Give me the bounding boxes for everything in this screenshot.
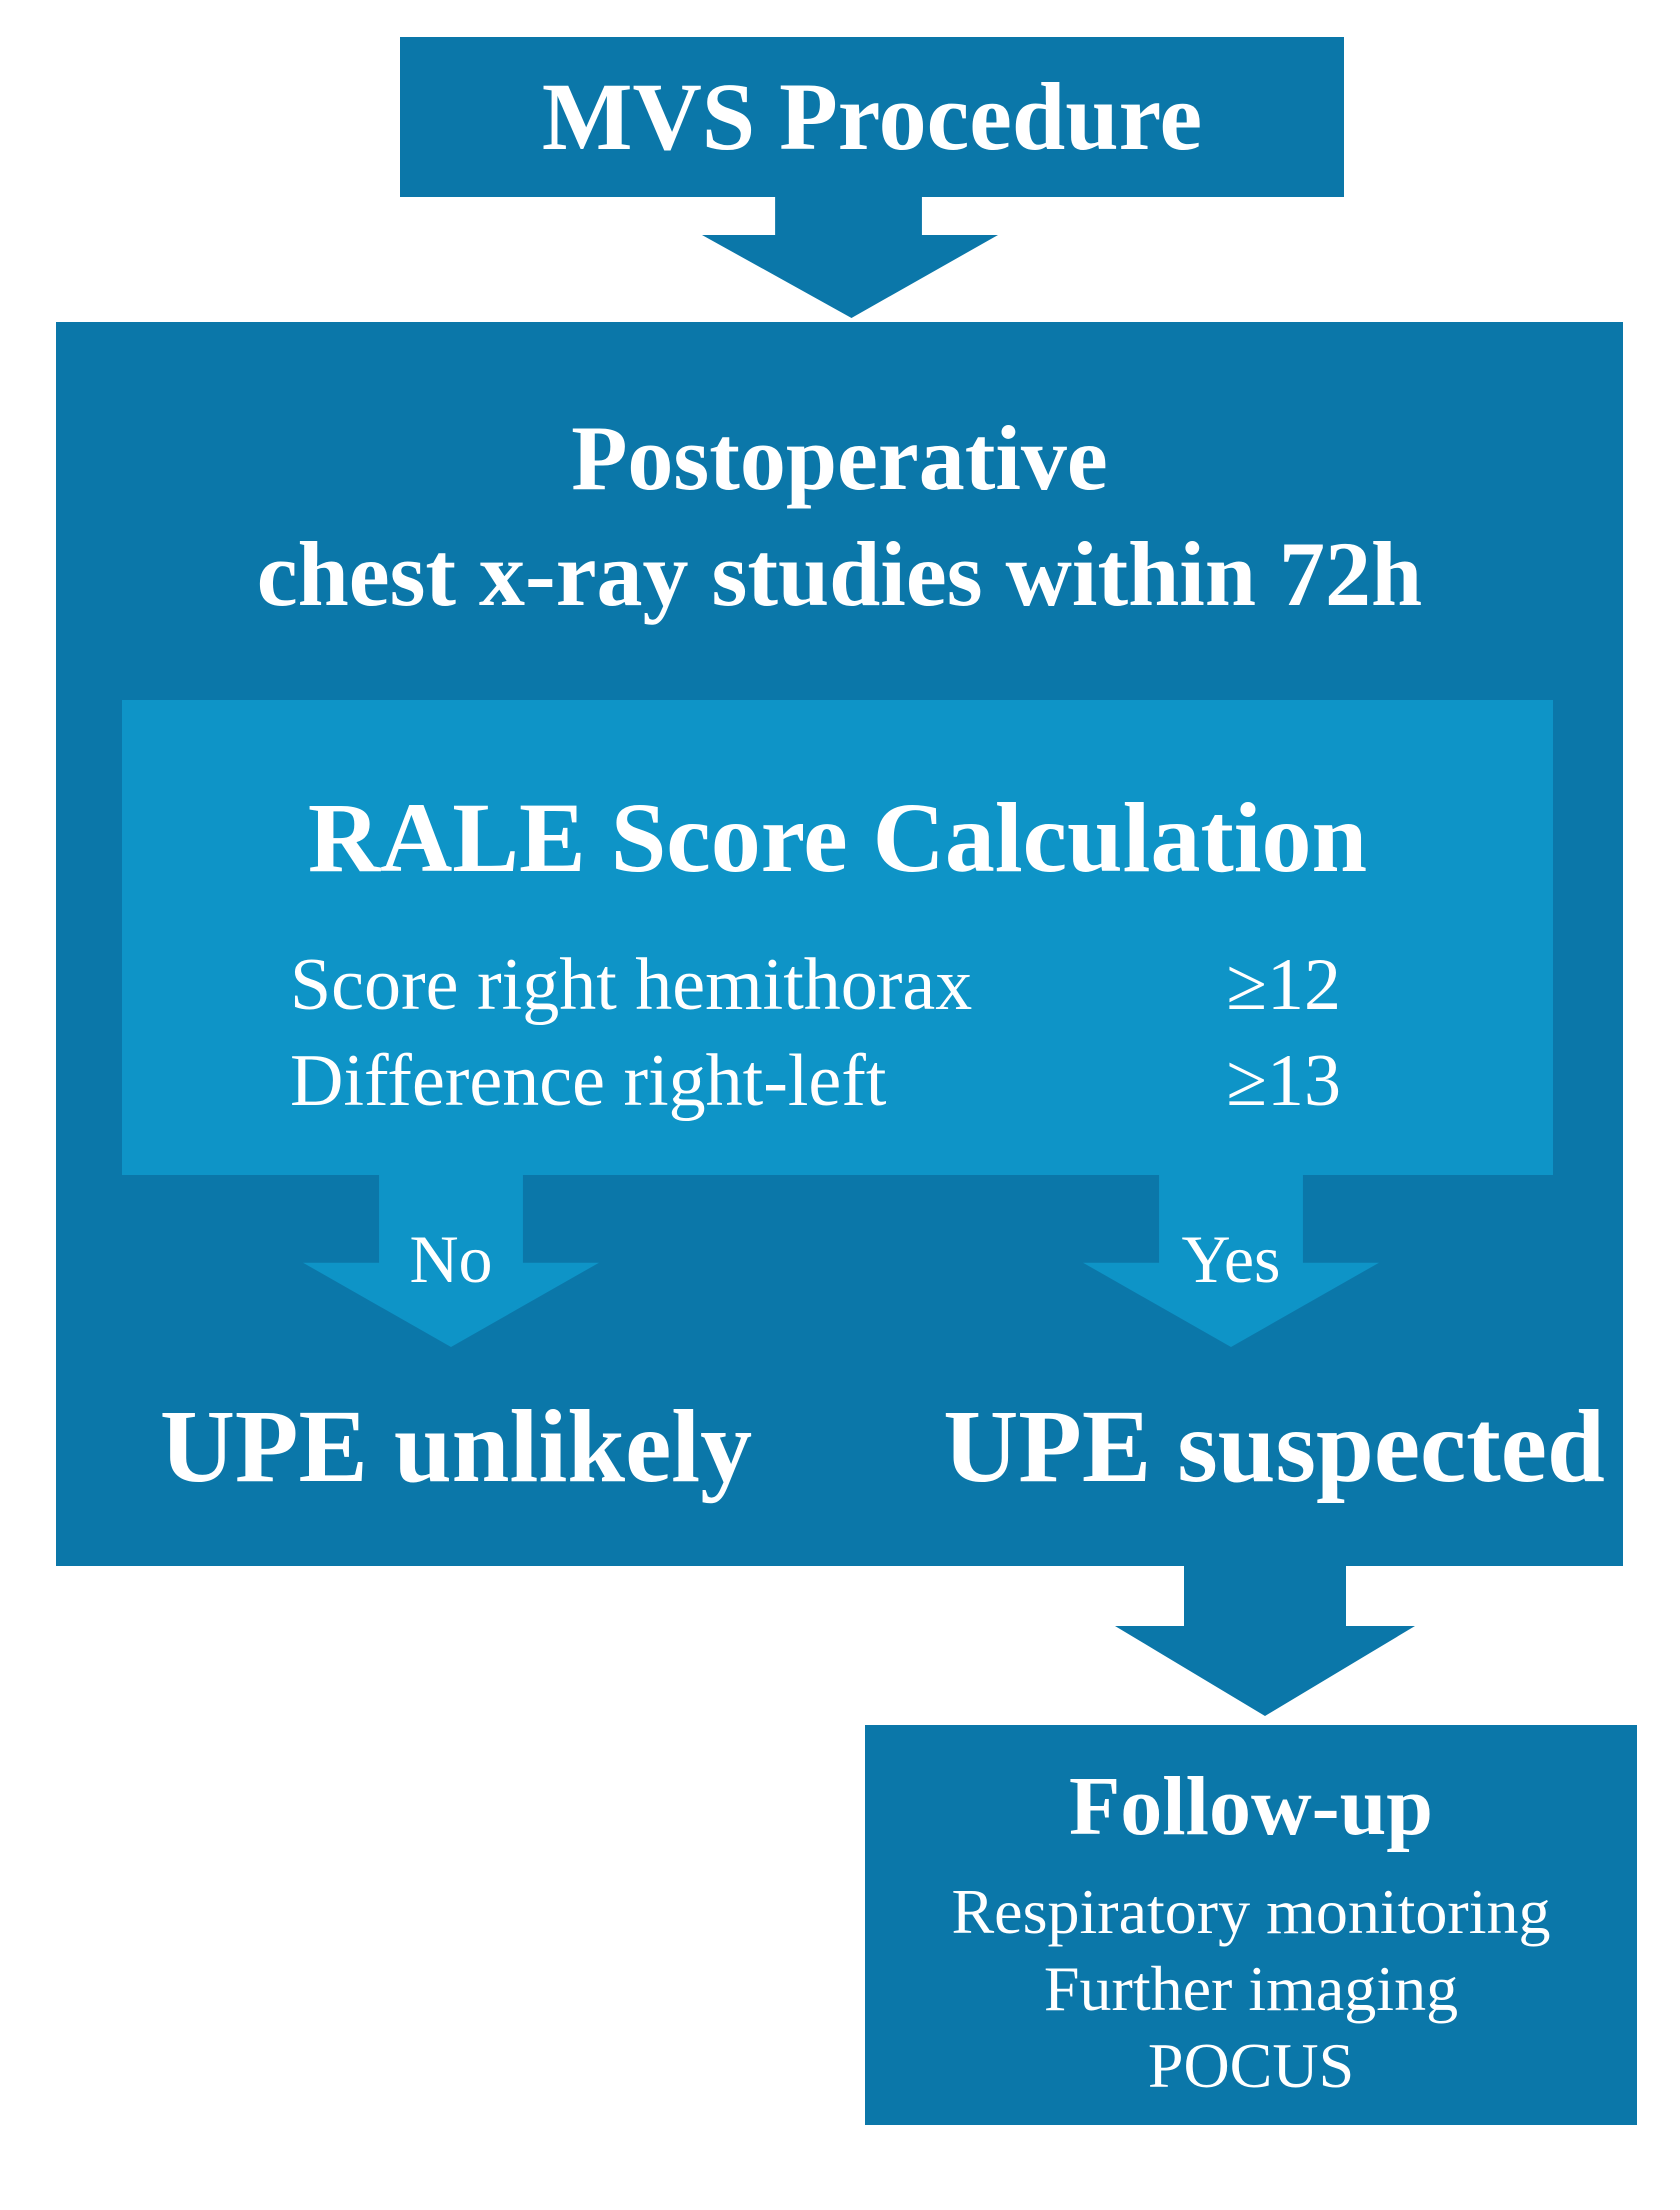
rale-score-title: RALE Score Calculation bbox=[307, 782, 1368, 893]
criteria-value: ≥13 bbox=[1226, 1040, 1341, 1122]
mvs-procedure-title: MVS Procedure bbox=[541, 63, 1203, 170]
followup-box: Follow-up Respiratory monitoring Further… bbox=[865, 1725, 1637, 2125]
postoperative-title-line1: Postoperative bbox=[571, 407, 1108, 509]
followup-item: POCUS bbox=[1147, 2030, 1355, 2101]
down-arrow-icon bbox=[702, 197, 998, 318]
mvs-procedure-box: MVS Procedure bbox=[400, 37, 1344, 197]
criteria-row: Difference right-left ≥13 bbox=[290, 1033, 1341, 1129]
followup-down-arrow-icon bbox=[1115, 1566, 1415, 1716]
down-arrow-icon bbox=[1115, 1566, 1415, 1716]
outcome-upe-unlikely: UPE unlikely bbox=[159, 1389, 753, 1504]
postoperative-title-line2: chest x-ray studies within 72h bbox=[256, 523, 1423, 625]
criteria-value: ≥12 bbox=[1226, 944, 1341, 1026]
yes-branch-label: Yes bbox=[1181, 1221, 1281, 1298]
outcome-upe-suspected: UPE suspected bbox=[943, 1389, 1605, 1504]
no-branch-arrow-icon: No bbox=[303, 1175, 599, 1347]
followup-item: Further imaging bbox=[1043, 1953, 1459, 2024]
rale-score-box: RALE Score Calculation Score right hemit… bbox=[122, 700, 1553, 1175]
mvs-down-arrow-icon bbox=[702, 197, 998, 318]
followup-items-list: Respiratory monitoring Further imaging P… bbox=[865, 1873, 1637, 2104]
followup-item: Respiratory monitoring bbox=[951, 1876, 1551, 1947]
criteria-label: Score right hemithorax bbox=[290, 944, 973, 1026]
yes-branch-arrow-icon: Yes bbox=[1083, 1175, 1379, 1347]
rale-criteria-list: Score right hemithorax ≥12 Difference ri… bbox=[290, 937, 1341, 1129]
no-branch-label: No bbox=[409, 1221, 493, 1298]
criteria-row: Score right hemithorax ≥12 bbox=[290, 937, 1341, 1033]
criteria-label: Difference right-left bbox=[290, 1040, 887, 1122]
postoperative-box: Postoperative chest x-ray studies within… bbox=[56, 322, 1623, 1566]
followup-title: Follow-up bbox=[1068, 1760, 1434, 1853]
postoperative-title: Postoperative chest x-ray studies within… bbox=[56, 400, 1623, 632]
